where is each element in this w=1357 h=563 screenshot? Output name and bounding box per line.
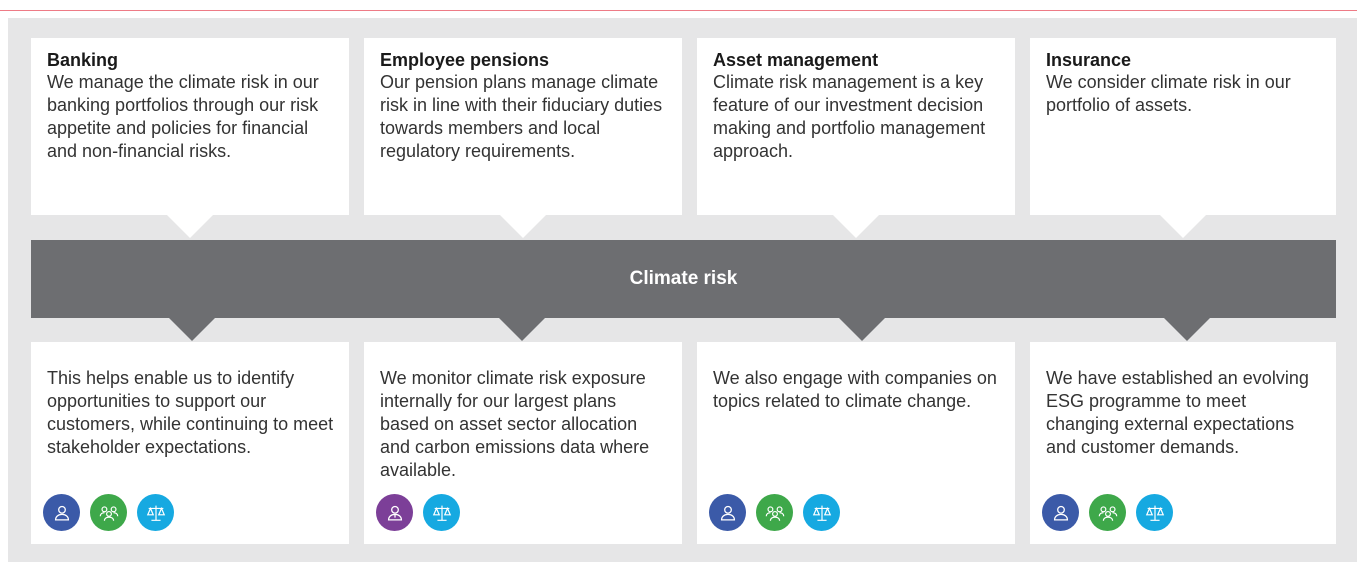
card-title: Employee pensions — [380, 50, 550, 70]
card-employee-pensions: Employee pensions Our pension plans mana… — [364, 38, 682, 215]
band-pointer — [168, 317, 216, 341]
outcome-employee-pensions: We monitor climate risk exposure interna… — [364, 342, 682, 544]
card-outcome: This helps enable us to identify opportu… — [47, 368, 334, 457]
card-pointer — [499, 214, 547, 238]
card-pointer — [1159, 214, 1207, 238]
scales-icon — [423, 494, 460, 531]
icon-row — [43, 494, 184, 531]
card-title: Banking — [47, 50, 119, 70]
card-title: Asset management — [713, 50, 879, 70]
center-label: Climate risk — [629, 268, 738, 289]
icon-row — [1042, 494, 1183, 531]
group-icon — [1089, 494, 1126, 531]
card-description: Climate risk management is a key feature… — [713, 72, 986, 161]
card-banking: Banking We manage the climate risk in ou… — [31, 38, 349, 215]
scales-icon — [803, 494, 840, 531]
band-pointer — [498, 317, 546, 341]
card-insurance: Insurance We consider climate risk in ou… — [1030, 38, 1336, 215]
card-description: Our pension plans manage climate risk in… — [380, 72, 663, 161]
employee-icon — [376, 494, 413, 531]
card-pointer — [832, 214, 880, 238]
card-outcome: We monitor climate risk exposure interna… — [380, 368, 650, 480]
band-pointer — [1163, 317, 1211, 341]
outcome-banking: This helps enable us to identify opportu… — [31, 342, 349, 544]
card-asset-management: Asset management Climate risk management… — [697, 38, 1015, 215]
band-pointer — [838, 317, 886, 341]
top-rule — [0, 10, 1357, 11]
icon-row — [709, 494, 850, 531]
customer-icon — [43, 494, 80, 531]
card-outcome: We have established an evolving ESG prog… — [1046, 368, 1309, 457]
outcome-insurance: We have established an evolving ESG prog… — [1030, 342, 1336, 544]
icon-row — [376, 494, 470, 531]
customer-icon — [709, 494, 746, 531]
climate-risk-band: Climate risk — [31, 240, 1336, 318]
group-icon — [756, 494, 793, 531]
card-outcome: We also engage with companies on topics … — [713, 368, 997, 411]
card-pointer — [166, 214, 214, 238]
card-description: We manage the climate risk in our bankin… — [47, 72, 319, 161]
customer-icon — [1042, 494, 1079, 531]
scales-icon — [137, 494, 174, 531]
outcome-asset-management: We also engage with companies on topics … — [697, 342, 1015, 544]
group-icon — [90, 494, 127, 531]
card-title: Insurance — [1046, 50, 1132, 70]
card-description: We consider climate risk in our portfoli… — [1046, 72, 1291, 115]
scales-icon — [1136, 494, 1173, 531]
